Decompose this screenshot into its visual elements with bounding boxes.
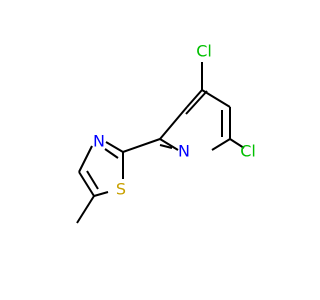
bond-c2-thiazole-c2: [122, 138, 161, 153]
bond-c3-c4-double: [185, 90, 208, 115]
bond-n-c2-double: [159, 144, 173, 149]
bond-thz-c5-methyl: [76, 195, 95, 224]
atom-n-thiazole: N: [93, 132, 105, 151]
bond-c4-c5: [201, 89, 231, 108]
bond-thz-c5-s: [93, 191, 109, 197]
molecule-canvas: Cl Cl N N S: [76, 41, 256, 224]
bond-c6-cl: [229, 138, 245, 149]
bond-c2-c3: [159, 106, 188, 140]
bond-c6-n: [211, 138, 231, 151]
bond-thz-n-c4: [78, 145, 93, 173]
bond-thz-c2-n-double: [104, 148, 119, 159]
bond-thz-c2-n: [105, 141, 124, 153]
bond-thz-c4-c5: [78, 171, 95, 197]
bond-n-c2: [159, 138, 179, 151]
molecule-structure: Cl Cl N N S: [76, 42, 256, 224]
atom-cl-right: Cl: [240, 142, 256, 161]
atom-s-thiazole: S: [116, 180, 126, 199]
atom-n-pyridine: N: [178, 142, 190, 161]
bond-thz-c4-c5-double: [86, 170, 99, 190]
atom-cl-top: Cl: [196, 42, 212, 61]
bond-c3-c4: [186, 89, 203, 108]
